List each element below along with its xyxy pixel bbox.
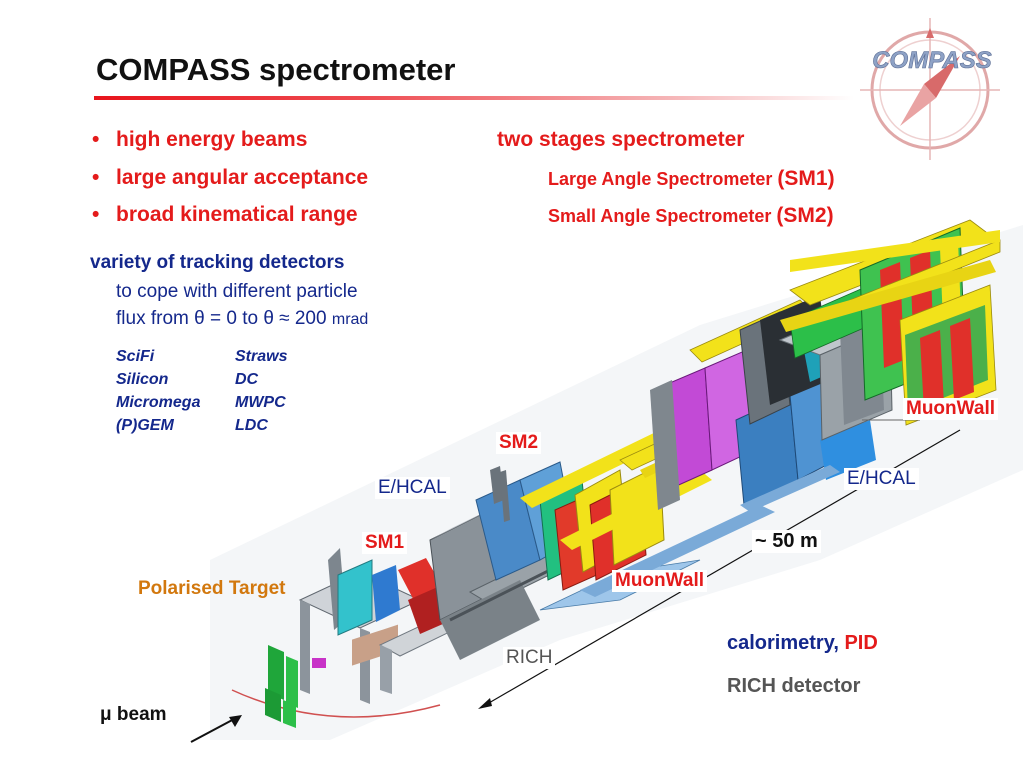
target-arc bbox=[231, 689, 441, 718]
bullet-item: • broad kinematical range bbox=[92, 203, 358, 227]
detector-name: MWPC bbox=[235, 394, 286, 411]
detector-name: Straws bbox=[235, 348, 288, 365]
bullet-dot-icon: • bbox=[92, 166, 100, 189]
label-calorimetry-pid: calorimetry, PID bbox=[727, 632, 878, 655]
sm2-section bbox=[520, 430, 712, 591]
detector-name: Micromega bbox=[116, 394, 201, 411]
detector-name: Silicon bbox=[116, 371, 169, 388]
label-length: ~ 50 m bbox=[752, 530, 821, 553]
bullet-text: large angular acceptance bbox=[116, 166, 369, 189]
bullet-item: • large angular acceptance bbox=[92, 166, 369, 190]
bullet-text: high energy beams bbox=[116, 128, 308, 151]
sm1-code: (SM1) bbox=[777, 167, 835, 190]
label-sm2: SM2 bbox=[496, 432, 542, 454]
sm1-text: Large Angle Spectrometer bbox=[548, 169, 773, 189]
bullet-dot-icon: • bbox=[92, 203, 100, 226]
tracking-unit: mrad bbox=[331, 311, 369, 328]
bullet-item: • high energy beams bbox=[92, 128, 308, 152]
page-title: COMPASS spectrometer bbox=[96, 52, 456, 87]
label-calorimetry: calorimetry, bbox=[727, 632, 839, 654]
sm2-text: Small Angle Spectrometer bbox=[548, 206, 772, 226]
sm2-code: (SM2) bbox=[776, 204, 834, 227]
tracking-line-1: to cope with different particle bbox=[116, 281, 358, 302]
tracking-heading: variety of tracking detectors bbox=[90, 252, 345, 273]
label-ehcal-right: E/HCAL bbox=[844, 468, 919, 490]
sm2-description: Small Angle Spectrometer (SM2) bbox=[548, 204, 834, 228]
title-underline bbox=[94, 96, 854, 100]
label-polarised-target: Polarised Target bbox=[138, 578, 286, 599]
sm1-description: Large Angle Spectrometer (SM1) bbox=[548, 167, 835, 191]
label-sm1: SM1 bbox=[362, 532, 408, 554]
label-ehcal-left: E/HCAL bbox=[375, 477, 450, 499]
detector-name: (P)GEM bbox=[116, 417, 174, 434]
bullet-text: broad kinematical range bbox=[116, 203, 358, 226]
compass-logo-text: COMPASS bbox=[872, 47, 992, 74]
bullet-dot-icon: • bbox=[92, 128, 100, 151]
detector-list-col2: Straws DC MWPC LDC bbox=[235, 345, 287, 437]
label-muonwall-mid: MuonWall bbox=[612, 570, 707, 592]
label-rich: RICH bbox=[503, 647, 556, 669]
label-muonwall-top: MuonWall bbox=[903, 398, 998, 420]
label-pid: PID bbox=[844, 632, 878, 654]
beam-telescope-detectors bbox=[265, 645, 326, 728]
rear-tracking-stations bbox=[780, 219, 1001, 426]
detector-list-col1: SciFi Silicon Micromega (P)GEM bbox=[116, 345, 200, 437]
tracking-flux-text: flux from θ = 0 to θ ≈ 200 bbox=[116, 308, 327, 329]
label-rich-detector: RICH detector bbox=[727, 675, 861, 697]
detector-name: LDC bbox=[235, 417, 268, 434]
tracking-line-2: flux from θ = 0 to θ ≈ 200 mrad bbox=[116, 308, 368, 330]
detector-name: DC bbox=[235, 371, 259, 388]
compass-logo-graphic: COMPASS bbox=[860, 18, 1000, 160]
stages-heading: two stages spectrometer bbox=[497, 128, 745, 151]
beam-arrow-icon bbox=[190, 715, 242, 743]
compass-logo: COMPASS bbox=[858, 18, 1004, 160]
label-beam: μ beam bbox=[100, 704, 167, 725]
detector-name: SciFi bbox=[116, 348, 155, 365]
